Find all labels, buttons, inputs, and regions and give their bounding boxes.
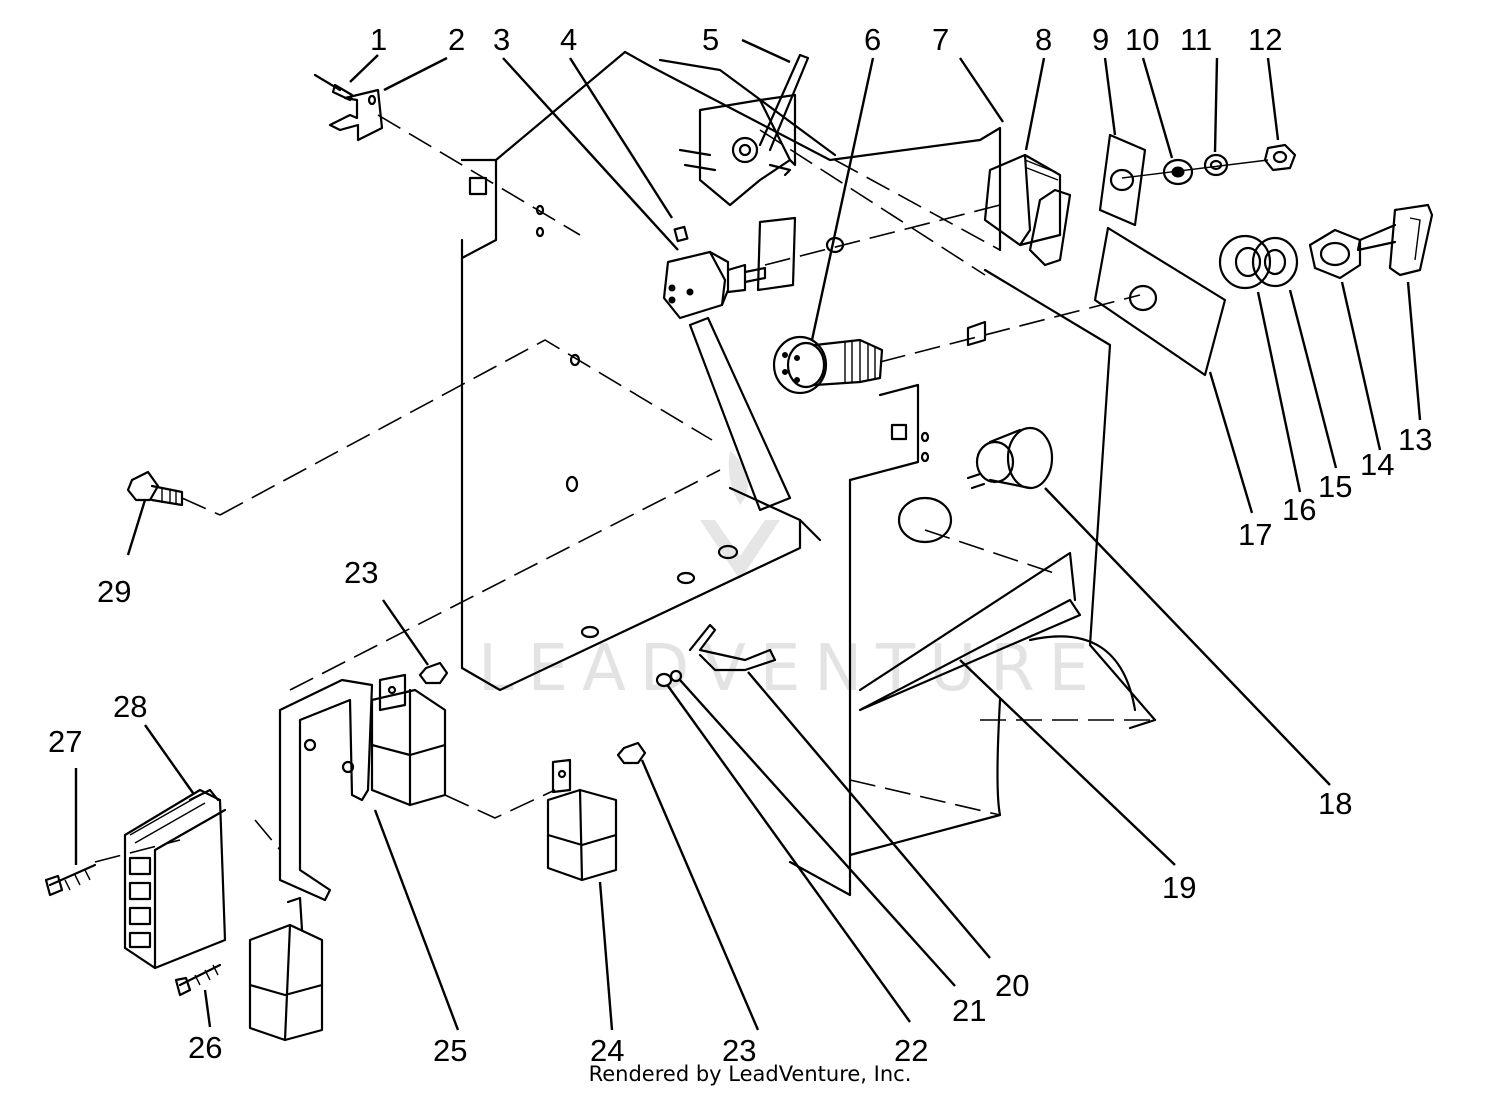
callout-numbers: 1 2 3 4 5 6 7 8 9 10 11 12 13 14 15 16 1… <box>48 22 1432 1068</box>
part-24-relay <box>546 758 618 882</box>
part-6-ignition-switch <box>772 294 1141 395</box>
callout-20: 20 <box>995 968 1029 1003</box>
dash-top-lip <box>648 58 1001 276</box>
part-23-nut-lower <box>616 741 647 765</box>
callout-5: 5 <box>702 22 719 57</box>
part-21-washer <box>669 669 683 683</box>
callout-19: 19 <box>1162 870 1196 905</box>
callout-28: 28 <box>113 689 147 724</box>
part-25-relay-bracket <box>254 673 556 902</box>
callout-23-upper: 23 <box>344 555 378 590</box>
part-28-fuse-block <box>123 788 227 970</box>
callout-18: 18 <box>1318 786 1352 821</box>
callout-14: 14 <box>1360 447 1394 482</box>
callout-16: 16 <box>1282 492 1316 527</box>
callout-3: 3 <box>493 22 510 57</box>
callout-10: 10 <box>1125 22 1159 57</box>
callout-15: 15 <box>1318 469 1352 504</box>
part-26-screw-and-relay <box>174 896 324 1042</box>
callout-21: 21 <box>952 993 986 1028</box>
callout-26: 26 <box>188 1030 222 1065</box>
watermark-text: LEADVENTURE <box>478 632 1103 706</box>
callout-24: 24 <box>590 1033 624 1068</box>
callout-8: 8 <box>1035 22 1052 57</box>
part-3-toggle-switch <box>662 250 767 320</box>
part-4-bulb <box>673 225 689 243</box>
watermark: LEADVENTURE <box>478 450 1103 706</box>
callout-22: 22 <box>894 1033 928 1068</box>
callout-6: 6 <box>864 22 881 57</box>
part-9-plate <box>1098 133 1147 227</box>
callout-25: 25 <box>433 1033 467 1068</box>
callout-4: 4 <box>560 22 577 57</box>
part-15-washer <box>1251 236 1299 288</box>
part-1-pin <box>313 73 354 102</box>
callout-7: 7 <box>932 22 949 57</box>
part-8-rocker-switch <box>764 153 1072 267</box>
watermark-logo <box>700 450 780 580</box>
part-14-nut <box>1308 228 1362 280</box>
part-17-plate <box>1093 226 1227 377</box>
callout-12: 12 <box>1248 22 1282 57</box>
part-22-nut <box>655 672 673 688</box>
part-18-hour-meter <box>966 426 1054 490</box>
part-5-switch-assembly <box>678 53 810 207</box>
leader-lines <box>74 38 1422 1031</box>
part-29-bolt <box>126 470 221 516</box>
part-20-clip <box>688 623 777 672</box>
part-16-spring-washer <box>1218 234 1272 290</box>
part-12-nut <box>1121 143 1297 179</box>
callout-13: 13 <box>1398 422 1432 457</box>
footer-credit: Rendered by LeadVenture, Inc. <box>588 1062 912 1086</box>
callout-23-lower: 23 <box>722 1033 756 1068</box>
callout-2: 2 <box>448 22 465 57</box>
callout-11: 11 <box>1180 22 1212 57</box>
dash-panel-left <box>219 50 822 692</box>
callout-17: 17 <box>1238 517 1272 552</box>
callout-29: 29 <box>97 574 131 609</box>
part-23-nut-upper <box>418 661 449 685</box>
part-10-washer <box>1162 158 1194 186</box>
callout-27: 27 <box>48 724 82 759</box>
callout-1: 1 <box>370 22 387 57</box>
dash-panel-right <box>788 126 1157 897</box>
callout-9: 9 <box>1092 22 1109 57</box>
part-13-key <box>1356 203 1434 277</box>
part-2-bracket <box>328 88 581 236</box>
